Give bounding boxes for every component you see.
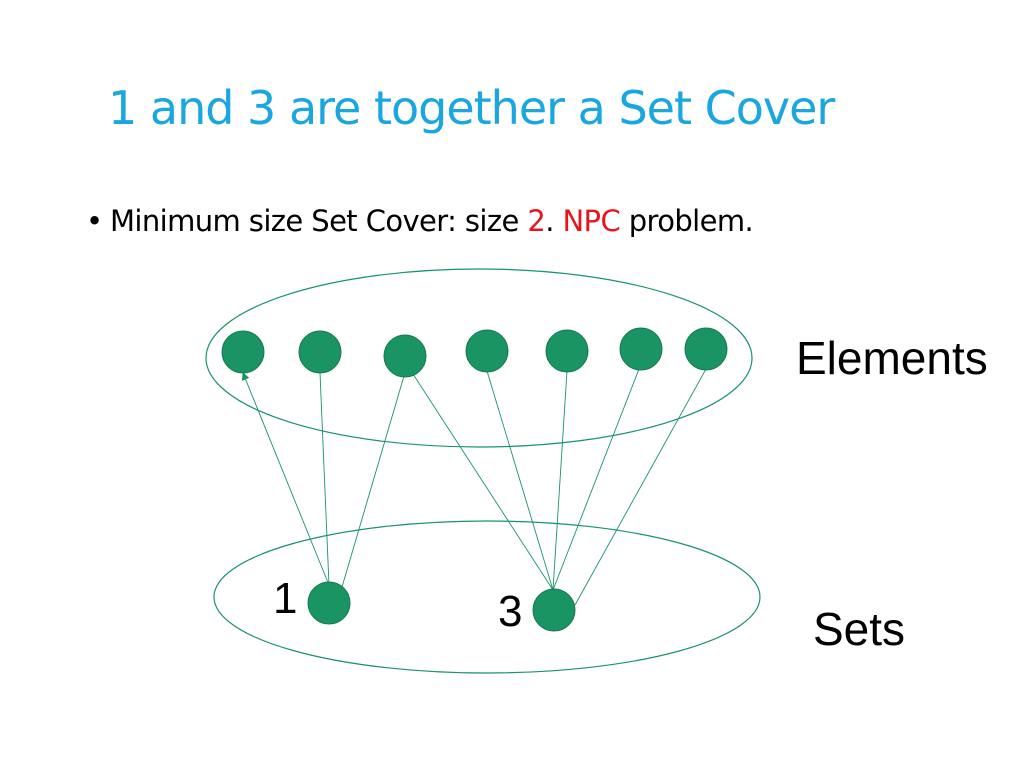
element-node (465, 329, 509, 373)
elements-label: Elements (796, 332, 988, 384)
elements-ellipse (205, 268, 753, 448)
edge-3-e4 (486, 370, 554, 591)
element-node (545, 329, 589, 373)
set-label-3: 3 (498, 587, 522, 636)
element-node (619, 327, 663, 371)
bullet-separator: . (545, 204, 563, 238)
bullet-text-end: problem. (620, 204, 754, 238)
bullet-point: •Minimum size Set Cover: size 2. NPC pro… (86, 200, 754, 242)
edge-1-e1 (241, 372, 330, 586)
element-node (221, 330, 265, 374)
edge-3-e5 (552, 370, 568, 591)
set-node-1 (307, 581, 351, 625)
bullet-marker: • (86, 204, 103, 238)
edge-3-e6 (552, 368, 640, 591)
edge-3-e7 (574, 368, 707, 606)
element-node (298, 330, 342, 374)
set-label-1: 1 (273, 574, 297, 623)
element-node (383, 334, 427, 378)
sets-ellipse (213, 520, 761, 674)
set-node-3 (532, 588, 576, 632)
bullet-text-start: Minimum size Set Cover: size (110, 204, 528, 238)
edge-1-e3 (341, 375, 405, 588)
set-cover-size-value: 2 (527, 204, 546, 238)
npc-term: NPC (562, 204, 621, 238)
sets-label: Sets (813, 603, 905, 655)
edges (241, 368, 707, 606)
set-nodes (307, 581, 576, 632)
edge-3-e3 (412, 373, 554, 591)
edge-1-e2 (319, 372, 330, 586)
element-node (684, 327, 728, 371)
element-nodes (221, 327, 728, 378)
slide-title: 1 and 3 are together a Set Cover (108, 81, 835, 135)
